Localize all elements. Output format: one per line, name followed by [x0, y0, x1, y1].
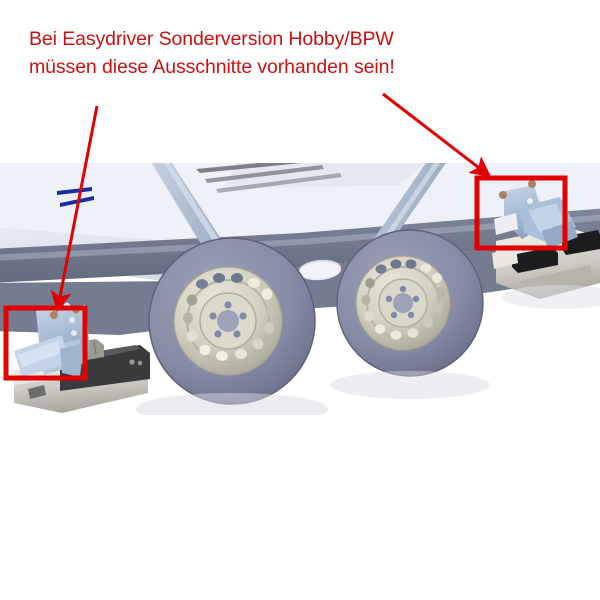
- drive-unit-left-recess: [28, 385, 46, 399]
- cad-illustration: [0, 163, 600, 441]
- cross-member-far-line-2: [205, 165, 324, 183]
- cross-member-far-plate: [222, 163, 426, 189]
- mounting-bracket-left-hole-4: [81, 305, 87, 311]
- wheel-rear: [336, 229, 484, 377]
- mounting-bracket-left-bolt-2: [72, 306, 80, 314]
- mounting-bracket-left-hole-2: [69, 317, 75, 323]
- wheel-rear-bolts: [385, 285, 420, 319]
- drive-unit-right-shadow-band: [520, 265, 592, 291]
- wheel-front: [148, 237, 316, 405]
- wheel-front-bolts: [209, 301, 247, 338]
- cad-illustration-canvas: [0, 163, 600, 441]
- chassis-lightening-hole-highlight: [299, 259, 341, 279]
- drive-unit-left-screw-2: [137, 360, 143, 366]
- drive-unit-right-recess: [492, 247, 518, 269]
- mounting-bracket-right-hole-1: [514, 182, 520, 188]
- wheel-rear-hub-cap: [393, 293, 413, 313]
- mounting-bracket-right-hole-2: [527, 198, 533, 204]
- drive-unit-right-roller-1: [512, 247, 558, 273]
- mounting-bracket-left-hole-3: [71, 330, 77, 336]
- wheel-front-hub-cap: [217, 310, 239, 332]
- mounting-bracket-left-bolt-1: [50, 311, 58, 319]
- instruction-caption: Bei Easydriver Sonderversion Hobby/BPW m…: [29, 28, 395, 78]
- wheel-front-rim-edge: [173, 266, 283, 376]
- wheel-rear-vent-holes: [361, 259, 446, 340]
- cross-member-far-line-1: [196, 163, 302, 173]
- mounting-bracket-left-hole-1: [63, 302, 71, 310]
- drive-unit-left-screw-1: [129, 359, 135, 365]
- mounting-bracket-right-bolt-2: [528, 180, 536, 188]
- chassis-rail-highlight: [0, 214, 600, 261]
- wheel-rear-rim-edge: [355, 255, 451, 351]
- cross-member-far-line-3: [216, 173, 342, 193]
- cross-member-far: [196, 163, 426, 193]
- render-bottom-fade: [0, 415, 600, 441]
- mounting-bracket-left-gusset: [60, 343, 84, 377]
- wheel-rear-tire-edge: [336, 229, 484, 377]
- mounting-bracket-right-bolt-1: [499, 191, 507, 199]
- ground-shadow-rear: [330, 371, 490, 399]
- arrow-to-right-cutout: [382, 92, 492, 178]
- wheel-front-vent-holes: [183, 273, 277, 361]
- ground-shadow-right-drive: [502, 285, 600, 309]
